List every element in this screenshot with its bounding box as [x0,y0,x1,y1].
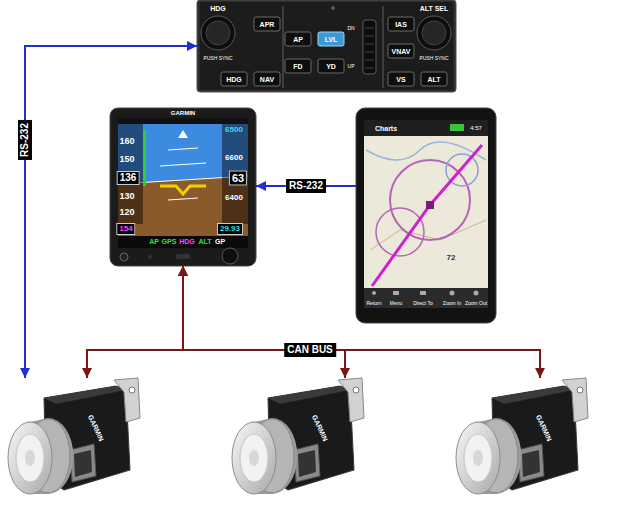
altitude-tick: 6400 [225,194,243,202]
airspeed-tick: 160 [119,137,134,146]
brand-logo: GARMIN [87,414,105,443]
altitude-tick: 6600 [225,154,243,162]
menu-item: Zoom Out [465,301,487,306]
button-label: HDG [226,76,242,83]
app-title: Charts [375,125,397,132]
autopilot-panel [197,0,456,92]
g5-display [110,108,256,266]
connector [183,266,345,378]
menu-item: Menu [390,301,403,306]
button-label: YD [326,63,336,70]
button-label: ALT [427,76,440,83]
selected-altitude: 6500 [225,126,243,134]
connector-label: RS-232 [18,120,32,160]
knob-label: HDG [210,5,226,12]
knob-label: PUSH SYNC [203,56,232,61]
connector-label: CAN BUS [284,343,336,357]
speed-bug: 154 [116,223,135,235]
brand-logo: GARMIN [535,414,553,443]
button-label: AP [293,36,303,43]
menu-item: Zoom In [443,301,461,306]
baro-setting: 29.93 [217,223,243,235]
tablet [356,108,496,323]
menu-item: Direct To [413,301,433,306]
servo: GARMIN [228,378,368,506]
connector [183,266,540,378]
brand-logo: GARMIN [311,414,329,443]
connector [87,266,183,378]
mode-annunciator: ALT [198,238,211,245]
button-label: APR [260,21,275,28]
button-label: VS [396,76,405,83]
servo-drawings [8,378,588,494]
airspeed-tick: 130 [119,192,134,201]
airspeed-tick: 120 [119,208,134,217]
wheel-label: DN [347,26,354,31]
mode-annunciator: HDG [179,238,195,245]
menu-item: Return [366,301,381,306]
button-label: FD [293,63,302,70]
airspeed-tick: 150 [119,155,134,164]
knob-label: ALT SEL [420,5,449,12]
knob-label: PUSH SYNC [419,56,448,61]
autopilot-controller: HDG PUSH SYNC APR HDG NAV AP LVL FD YD DN UP IAS VNA… [197,0,456,92]
button-label: VNAV [392,48,411,55]
button-label: NAV [260,76,274,83]
button-label: LVL [325,36,338,43]
servo: GARMIN [4,378,144,506]
airspeed-readout: 136 [117,171,140,185]
map-label: 72 [447,254,456,262]
servo: GARMIN [452,378,592,506]
connector [25,46,197,378]
tablet: Charts 4:57 72Return Menu Direct To Zoom In Zo… [356,108,496,323]
connector-label: RS-232 [286,179,326,193]
altitude-readout: 63 [229,171,247,186]
clock: 4:57 [470,125,482,131]
brand-logo: GARMIN [171,110,195,116]
g5-display: GARMIN 160 150 136 130 120 6500 6600 63 6400 154 29… [110,108,256,266]
wheel-label: UP [348,64,355,69]
mode-annunciator: GP [215,238,225,245]
mode-annunciator: GPS [162,238,177,245]
button-label: IAS [395,21,407,28]
mode-annunciator: AP [149,238,159,245]
